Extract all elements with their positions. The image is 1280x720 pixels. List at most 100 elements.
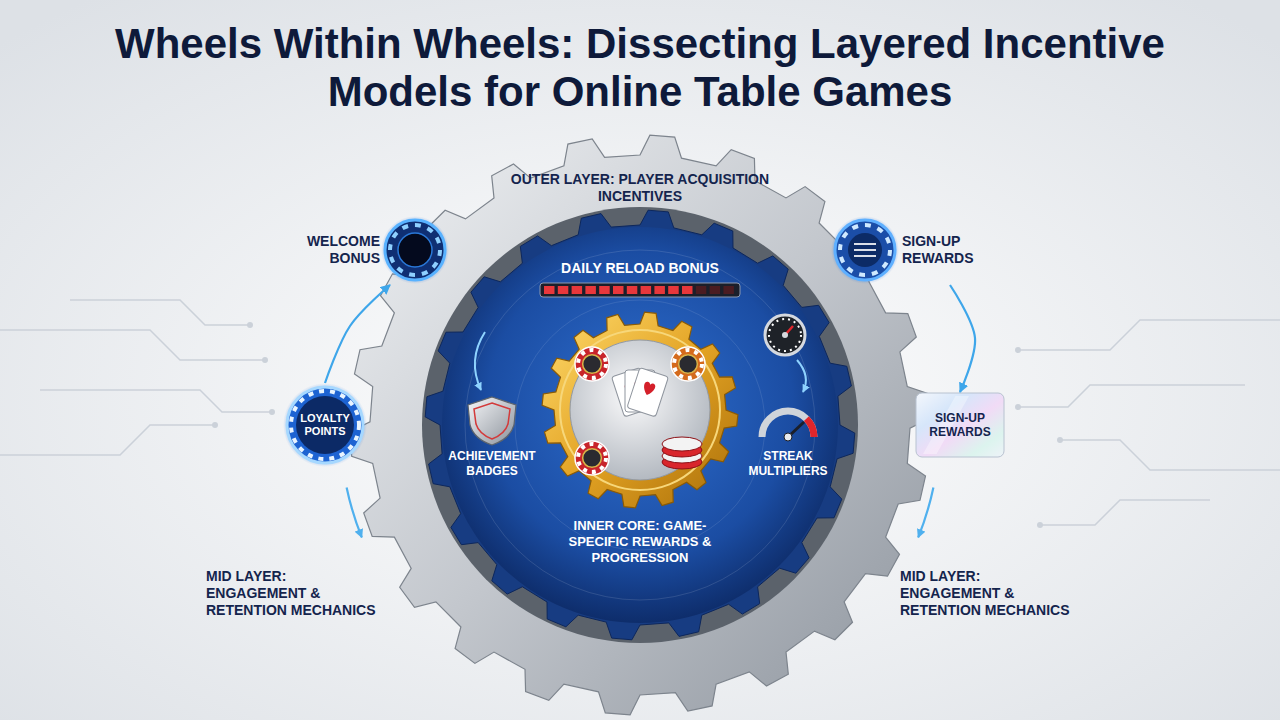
disc-teeth [425,210,855,640]
progress-segment [710,286,721,294]
shield-icon [468,397,516,445]
inner-core-gear: INNER CORE: GAME-SPECIFIC REWARDS & PROG… [542,312,738,570]
icon-label: STREAK MULTIPLIERS [740,449,836,479]
diagram-title: Wheels Within Wheels: Dissecting Layered… [70,20,1210,116]
badge-shield: ACHIEVEMENT BADGES [444,395,540,483]
layer-heading: OUTER LAYER: PLAYER ACQUISITION INCENTIV… [510,171,770,205]
chip-body [671,347,705,381]
disc-face [442,227,838,623]
chip-body [385,220,445,280]
circuit-line [1018,320,1280,350]
chip-center [583,449,602,468]
chip-body [575,441,609,475]
card-face [627,368,669,417]
progress-segment [558,286,569,294]
ring-arrow [347,487,362,537]
chip-label: SIGN-UP REWARDS [902,233,990,267]
chip-stripes [291,391,359,459]
disc-ring [465,250,815,600]
chip-stack [662,437,702,451]
progress-segment [654,286,665,294]
circuit-dot [247,322,253,328]
gear-teeth [350,135,930,715]
speed-streak [854,249,876,251]
gauge-hub [784,433,792,441]
circuit-line [0,425,215,455]
progress-segment [682,286,693,294]
chip-glow [283,383,367,467]
progress-segment [613,286,624,294]
progress-segment [668,286,679,294]
progress-segment [641,286,652,294]
progress-segment [599,286,610,294]
progress-track [540,283,740,297]
progress-segment [585,286,596,294]
bonus-chip: SIGN-UP REWARDS [830,215,990,285]
chip-glow [381,216,449,284]
card-label: SIGN-UP REWARDS [921,411,999,439]
ring-arrow [918,487,933,537]
gauge-chip-ticks [769,319,801,351]
label-slot: MID LAYER: ENGAGEMENT & RETENTION MECHAN… [900,568,1082,619]
circuit-dot [1037,522,1043,528]
gauge-redzone [806,419,814,437]
gauge-chip [765,315,805,355]
silver-hub [570,340,710,480]
outer-layer-gear: OUTER LAYER: PLAYER ACQUISITION INCENTIV… [350,135,930,715]
chip-center [398,233,432,267]
circuit-line [70,300,250,325]
progress-segment [627,286,638,294]
gold-ring [560,330,720,490]
multiplier-gauge: STREAK MULTIPLIERS [740,395,836,483]
bonus-chip: WELCOME BONUS [300,215,450,285]
playing-cards [612,368,669,417]
layer-label: MID LAYER: ENGAGEMENT & RETENTION MECHAN… [206,568,388,619]
chip-label: LOYALTY POINTS [295,412,355,438]
layer-heading: INNER CORE: GAME-SPECIFIC REWARDS & PROG… [545,518,735,566]
chip-center [679,355,698,374]
chip-stripes [390,225,440,275]
flow-hint-arrow [475,332,485,390]
chip-label: WELCOME BONUS [300,233,380,267]
progress-segment [544,286,555,294]
chip-center [296,396,354,454]
progress-segment [572,286,583,294]
circuit-dot [1015,347,1021,353]
circuit-line [1018,385,1245,407]
disc-ring [515,300,765,550]
circuit-dot [262,357,268,363]
circuit-dot [212,422,218,428]
progress-segment [723,286,734,294]
label-slot: MID LAYER: ENGAGEMENT & RETENTION MECHAN… [206,568,388,619]
reward-card: SIGN-UP REWARDS [915,392,1005,458]
speed-streak [854,255,876,257]
gold-gear [542,312,738,508]
circuit-line [1060,440,1280,470]
flow-hint-arrow [797,360,806,392]
loyalty-chip: LOYALTY POINTS [283,383,367,467]
circuit-dot [269,409,275,415]
progress-segment [696,286,707,294]
circuit-line [1040,500,1210,525]
playing-card [627,368,669,417]
chip-stripes [674,350,702,378]
flow-arrow [325,285,390,383]
icon-label: ACHIEVEMENT BADGES [444,449,540,479]
chip-center [848,233,882,267]
flow-arrow [950,285,975,392]
holo-card [916,393,1004,457]
circuit-lines [0,300,1280,525]
chip-glow [831,216,899,284]
heart-symbol [641,381,656,397]
chip-stripes [840,225,890,275]
bonus-label: DAILY RELOAD BONUS [540,260,740,277]
speed-streak [854,243,876,245]
layer-label: MID LAYER: ENGAGEMENT & RETENTION MECHAN… [900,568,1082,619]
chip-stripes [578,444,606,472]
chip-stripes [578,350,606,378]
circuit-line [0,330,265,360]
gear-rim [422,207,858,643]
chip-body [835,220,895,280]
chip-body [575,347,609,381]
